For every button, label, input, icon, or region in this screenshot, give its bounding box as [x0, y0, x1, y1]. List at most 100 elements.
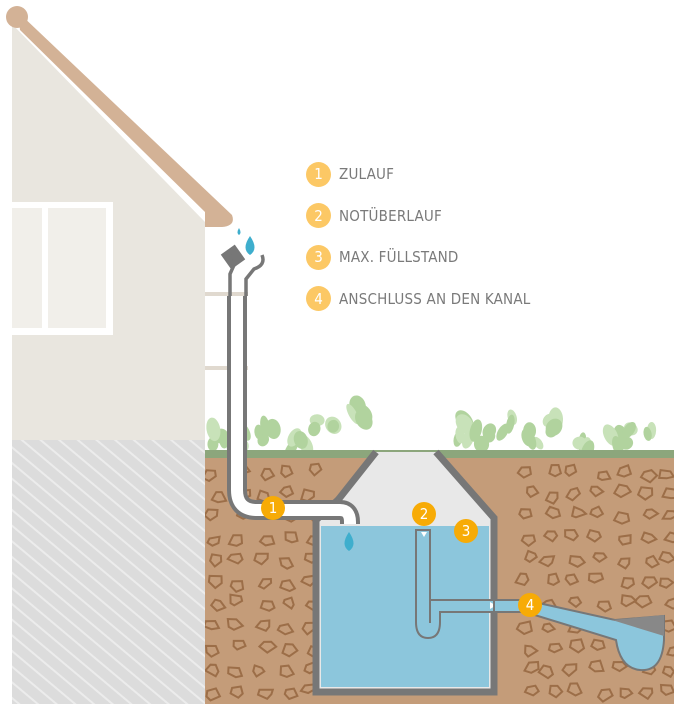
stone	[229, 580, 245, 593]
stone	[205, 687, 222, 702]
plants	[206, 395, 657, 462]
flow-arrow-icon	[421, 532, 427, 537]
stone	[209, 598, 227, 612]
stone	[283, 687, 299, 701]
stone	[259, 600, 276, 612]
stone	[205, 663, 220, 678]
marker-inlet: 1	[261, 496, 285, 520]
stone	[564, 463, 578, 478]
window	[12, 202, 113, 335]
stone	[280, 464, 294, 479]
stone	[565, 486, 582, 502]
stone	[537, 664, 555, 680]
stone	[227, 666, 244, 679]
stone	[566, 682, 583, 697]
leaf	[473, 435, 490, 453]
stone	[279, 664, 296, 678]
stone	[639, 468, 659, 484]
marker-sewer-connection: 4	[518, 593, 542, 617]
stone	[612, 483, 633, 499]
stone	[276, 622, 295, 636]
water-drop-icon	[344, 532, 354, 551]
stone	[258, 535, 276, 547]
stone	[636, 486, 654, 501]
roof	[18, 12, 233, 227]
marker-max-level: 3	[454, 519, 478, 543]
stone	[226, 552, 244, 565]
stone	[308, 462, 323, 477]
stone	[568, 638, 586, 654]
roof-ridge	[6, 6, 28, 28]
legend-label: MAX. FÜLLSTAND	[339, 248, 459, 266]
leaf	[293, 431, 308, 449]
leaf	[622, 422, 636, 439]
stone	[661, 487, 674, 500]
stone	[205, 508, 219, 522]
stone	[284, 531, 299, 544]
stone	[596, 470, 612, 482]
stone	[632, 594, 653, 609]
stone	[659, 577, 674, 589]
stone	[524, 644, 540, 658]
stone	[542, 530, 559, 543]
stone	[232, 639, 247, 651]
stone	[567, 596, 583, 609]
leaf	[265, 418, 281, 439]
stone	[548, 463, 563, 478]
stone	[229, 593, 244, 607]
stone	[523, 684, 541, 697]
stone	[637, 687, 654, 701]
stone	[590, 638, 606, 651]
leaf	[327, 419, 340, 433]
stone	[592, 552, 608, 564]
stone	[661, 509, 674, 520]
leaf	[354, 409, 373, 430]
stone	[588, 659, 605, 673]
stone	[206, 535, 221, 547]
stone	[611, 660, 629, 673]
stone	[612, 511, 631, 525]
stone	[661, 665, 674, 679]
stone	[205, 619, 221, 631]
leaf	[206, 417, 221, 442]
stone	[520, 534, 537, 548]
leaf	[643, 426, 652, 441]
water-drop-icon	[245, 236, 255, 255]
stone	[279, 579, 297, 593]
legend-item: 1 ZULAUF	[306, 160, 531, 188]
stone	[544, 491, 559, 505]
stone	[564, 528, 580, 542]
stone	[229, 685, 244, 699]
stone	[616, 463, 633, 478]
stone	[564, 573, 580, 586]
stone	[210, 491, 228, 504]
stone	[208, 553, 223, 568]
legend-label: NOTÜBERLAUF	[339, 206, 442, 225]
stone	[525, 485, 540, 499]
stone	[260, 467, 276, 482]
stone	[253, 552, 269, 566]
stone	[523, 549, 538, 564]
stone	[516, 466, 533, 479]
stone	[619, 687, 634, 700]
stone	[616, 557, 631, 570]
leaf	[521, 428, 534, 447]
legend-item: 4 ANSCHLUSS AN DEN KANAL	[306, 285, 531, 313]
house	[6, 6, 248, 704]
stone	[544, 505, 562, 520]
legend-number: 2	[306, 203, 331, 228]
legend-number: 1	[306, 161, 331, 187]
stone	[641, 576, 659, 590]
water-drop-icon	[237, 228, 241, 235]
stone	[547, 642, 564, 654]
stone	[547, 572, 561, 587]
stone	[518, 508, 533, 520]
stone	[252, 664, 266, 678]
stone	[205, 469, 217, 483]
legend-label: ANSCHLUSS AN DEN KANAL	[339, 289, 531, 308]
legend-label: ZULAUF	[339, 165, 395, 183]
stone	[515, 620, 533, 636]
legend-number: 4	[306, 286, 331, 311]
